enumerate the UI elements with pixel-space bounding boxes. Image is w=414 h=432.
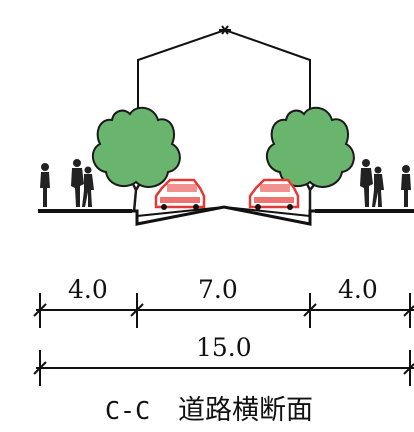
pedestrian-icon: [360, 159, 384, 207]
dim-left-sidewalk: 4.0: [68, 275, 108, 304]
tree-icon: [91, 106, 181, 213]
dimension-line-segments: [33, 293, 414, 328]
dimension-line-total: [33, 350, 414, 386]
pedestrian-icon: [40, 163, 50, 207]
section-code: C-C: [105, 396, 150, 425]
tree-icon: [265, 106, 355, 212]
overhead-light-structure: [137, 25, 311, 128]
dim-right-sidewalk: 4.0: [338, 275, 378, 304]
dim-carriageway: 7.0: [198, 275, 238, 304]
road-profile: [38, 205, 414, 226]
pedestrian-icon: [401, 165, 411, 207]
section-title: 道路横断面: [178, 395, 313, 426]
pedestrian-icon: [71, 159, 94, 207]
car-icon: [154, 178, 206, 210]
dim-total-width: 15.0: [196, 333, 252, 362]
car-icon: [248, 178, 300, 210]
